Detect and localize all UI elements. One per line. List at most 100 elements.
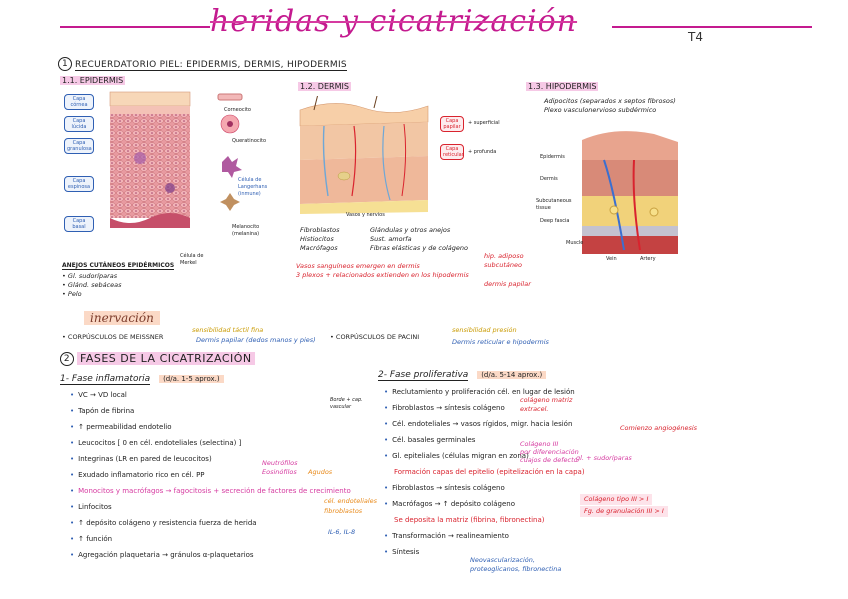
annex-3: • Pelo <box>62 290 82 298</box>
hypo-label-artery: Artery <box>640 256 656 262</box>
annexes-title: ANEJOS CUTÁNEOS EPIDÉRMICOS <box>62 262 175 270</box>
innervation-pacini: • CORPÚSCULOS DE PACINI <box>330 333 420 341</box>
layer-basal: Capa basal <box>64 216 94 232</box>
phase2-item: •Transformación → realineamiento <box>384 532 509 540</box>
phase1-annotation-eosinofilos: Eosinófilos <box>262 468 297 476</box>
phase1-list: •VC → VD local •Tapón de fibrina •↑ perm… <box>70 389 370 561</box>
innervation-meissner: • CORPÚSCULOS DE MEISSNER <box>62 333 164 341</box>
phase2-item: •Fibroblastos → síntesis colágeno <box>384 404 505 412</box>
phase1-annotation-fibroblastos: fibroblastos <box>324 507 363 515</box>
layer-reticular: Capa reticular <box>440 144 464 160</box>
phase1-annotation-agudos: Agudos <box>308 468 333 476</box>
phase2-side-note: Borde + cap. vascular <box>330 397 363 410</box>
innervation-heading: inervación <box>84 311 160 325</box>
phase2-item: Se deposita la matriz (fibrina, fibronec… <box>394 516 545 524</box>
phase1-annotation-neutrofilos: Neutrófilos <box>262 459 298 467</box>
epidermis-cell-icons <box>217 93 243 211</box>
phase1-item: •Linfocitos <box>70 503 112 511</box>
section2-title: FASES DE LA CICATRIZACIÓN <box>77 352 255 365</box>
hypo-label-vein: Vein <box>606 256 617 262</box>
phase2-annotation-colageno: colágeno matriz extracel. <box>520 396 573 413</box>
dermis-caption: Vasos y nervios <box>346 212 385 218</box>
cell-melanocito: Melanocito (melanina) <box>232 224 260 237</box>
topic-number: T4 <box>688 30 703 44</box>
hypodermis-illustration <box>582 131 678 254</box>
pacini-sub: Dermis reticular e hipodermis <box>452 338 549 346</box>
layer-papilar: Capa papilar <box>440 116 464 132</box>
phase1-item: •Integrinas (LR en pared de leucocitos) <box>70 455 212 463</box>
phase1-item: •VC → VD local <box>70 391 127 399</box>
annexes-block: ANEJOS CUTÁNEOS EPIDÉRMICOS • Gl. sudorí… <box>62 262 175 299</box>
dermis-layer-labels: Capa papilar Capa reticular <box>440 116 464 160</box>
reticular-note: + profunda <box>468 149 497 155</box>
section1-number: 1 <box>58 57 72 71</box>
hypodermis-heading: 1.3. HIPODERMIS <box>526 82 599 91</box>
dermis-right-list: Glándulas y otros anejos Sust. amorfa Fi… <box>370 226 468 252</box>
phase2-annotation-defecto: cuajos de defecto <box>520 456 578 464</box>
phase2-note-granulacion: Fg. de granulación III > I <box>580 506 668 517</box>
layer-espinosa: Capa espinosa <box>64 176 94 192</box>
hypo-label-subcutaneous: Subcutaneous tissue <box>536 198 572 211</box>
cell-langerhans: Célula de Langerhans (inmune) <box>238 177 268 197</box>
hypo-label-epidermis: Epidermis <box>540 154 565 160</box>
epidermis-heading: 1.1. EPIDERMIS <box>60 76 126 85</box>
phase2-item: •Gl. epiteliales (células migran en zona… <box>384 452 529 460</box>
section2-number: 2 <box>60 352 74 366</box>
phase2-item: •Macrófagos → ↑ depósito colágeno <box>384 500 516 508</box>
phase1-heading: 1- Fase inflamatoria (d/a. 1-5 aprox.) <box>60 374 224 385</box>
phase1-item: •Tapón de fibrina <box>70 407 135 415</box>
phase2-annotation-col-iii: Colágeno III <box>520 440 559 448</box>
phase2-item: •Fibroblastos → síntesis colágeno <box>384 484 505 492</box>
meissner-note: sensibilidad táctil fina <box>192 326 264 334</box>
phase1-item: •Agregación plaquetaria → gránulos α-pla… <box>70 551 254 559</box>
hypo-label-muscle: Muscle <box>566 240 584 246</box>
phase2-item: Formación capas del epitelio (epitelizac… <box>394 468 585 476</box>
phase1-item: •↑ depósito colágeno y resistencia fuerz… <box>70 519 257 527</box>
phase2-annotation-sudoriparas: gl. + sudoríparas <box>576 454 632 462</box>
epidermis-illustration <box>109 91 191 228</box>
phase1-item: •↑ permeabilidad endotelio <box>70 423 172 431</box>
phase2-duration: (d/a. 5-14 aprox.) <box>477 371 547 379</box>
phase2-annotation-diferenciacion: por diferenciación <box>520 448 579 456</box>
layer-granulosa: Capa granulosa <box>64 138 94 154</box>
phase2-item: •Reclutamiento y proliferación cél. en l… <box>384 388 575 396</box>
phase1-annotation-il: IL-6, IL-8 <box>328 528 356 536</box>
phase2-item: •Cél. basales germinales <box>384 436 476 444</box>
annex-1: • Gl. sudoríparas <box>62 272 118 280</box>
hypodermis-lines: Adipocitos (separados x septos fibrosos)… <box>544 97 676 114</box>
phase1-item: •Leucocitos [ 0 en cél. endoteliales (se… <box>70 439 242 447</box>
phase2-item: •Cél. endoteliales → vasos rígidos, migr… <box>384 420 573 428</box>
epidermis-layer-labels: Capa córnea Capa lúcida Capa granulosa C… <box>64 88 94 232</box>
phase1-title: 1- Fase inflamatoria <box>60 374 151 385</box>
cell-queratinocito: Queratinocito <box>232 138 267 144</box>
hypo-label-dermis: Dermis <box>540 176 558 182</box>
phase1-item: •Monocitos y macrófagos → fagocitosis + … <box>70 487 351 495</box>
dermis-left-list: Fibroblastos Histiocitos Macrófagos <box>300 226 340 252</box>
annex-2: • Glánd. sebáceas <box>62 281 122 289</box>
section1-title: RECUERDATORIO PIEL: EPIDERMIS, DERMIS, H… <box>75 59 347 71</box>
phase2-item: •Síntesis <box>384 548 420 556</box>
phase1-item: •↑ función <box>70 535 113 543</box>
title-underline-right <box>612 26 812 28</box>
dermis-heading: 1.2. DERMIS <box>298 82 351 91</box>
dermis-red-notes: Vasos sanguíneos emergen en dermis 3 ple… <box>296 262 469 279</box>
phase2-list: •Reclutamiento y proliferación cél. en l… <box>384 386 744 558</box>
dermis-illustration <box>299 96 429 214</box>
hypo-label-fascia: Deep fascia <box>540 218 570 224</box>
pacini-note: sensibilidad presión <box>452 326 517 334</box>
phase1-annotation-cel-endoteliales: cél. endoteliales <box>324 497 378 505</box>
page-title: heridas y cicatrización <box>210 4 578 39</box>
papilar-note: + superficial <box>468 120 500 126</box>
cell-corneocito: Corneocito <box>224 107 251 113</box>
meissner-sub: Dermis papilar (dedos manos y pies) <box>196 336 316 344</box>
layer-lucida: Capa lúcida <box>64 116 94 132</box>
cell-merkel: Célula de Merkel <box>180 253 204 266</box>
phase1-item: •Exudado inflamatorio rico en cél. PP <box>70 471 205 479</box>
phase2-note-col-iii-i: Colágeno tipo III > I <box>580 494 653 505</box>
phase1-duration: (d/a. 1-5 aprox.) <box>159 375 224 383</box>
phase2-note-sintesis: Neovascularización, proteoglicanos, fibr… <box>470 556 562 573</box>
phase2-heading: 2- Fase proliferativa (d/a. 5-14 aprox.) <box>378 370 547 381</box>
dermis-red-side-notes: hip. adiposo subcutáneo dermis papilar <box>484 252 531 288</box>
